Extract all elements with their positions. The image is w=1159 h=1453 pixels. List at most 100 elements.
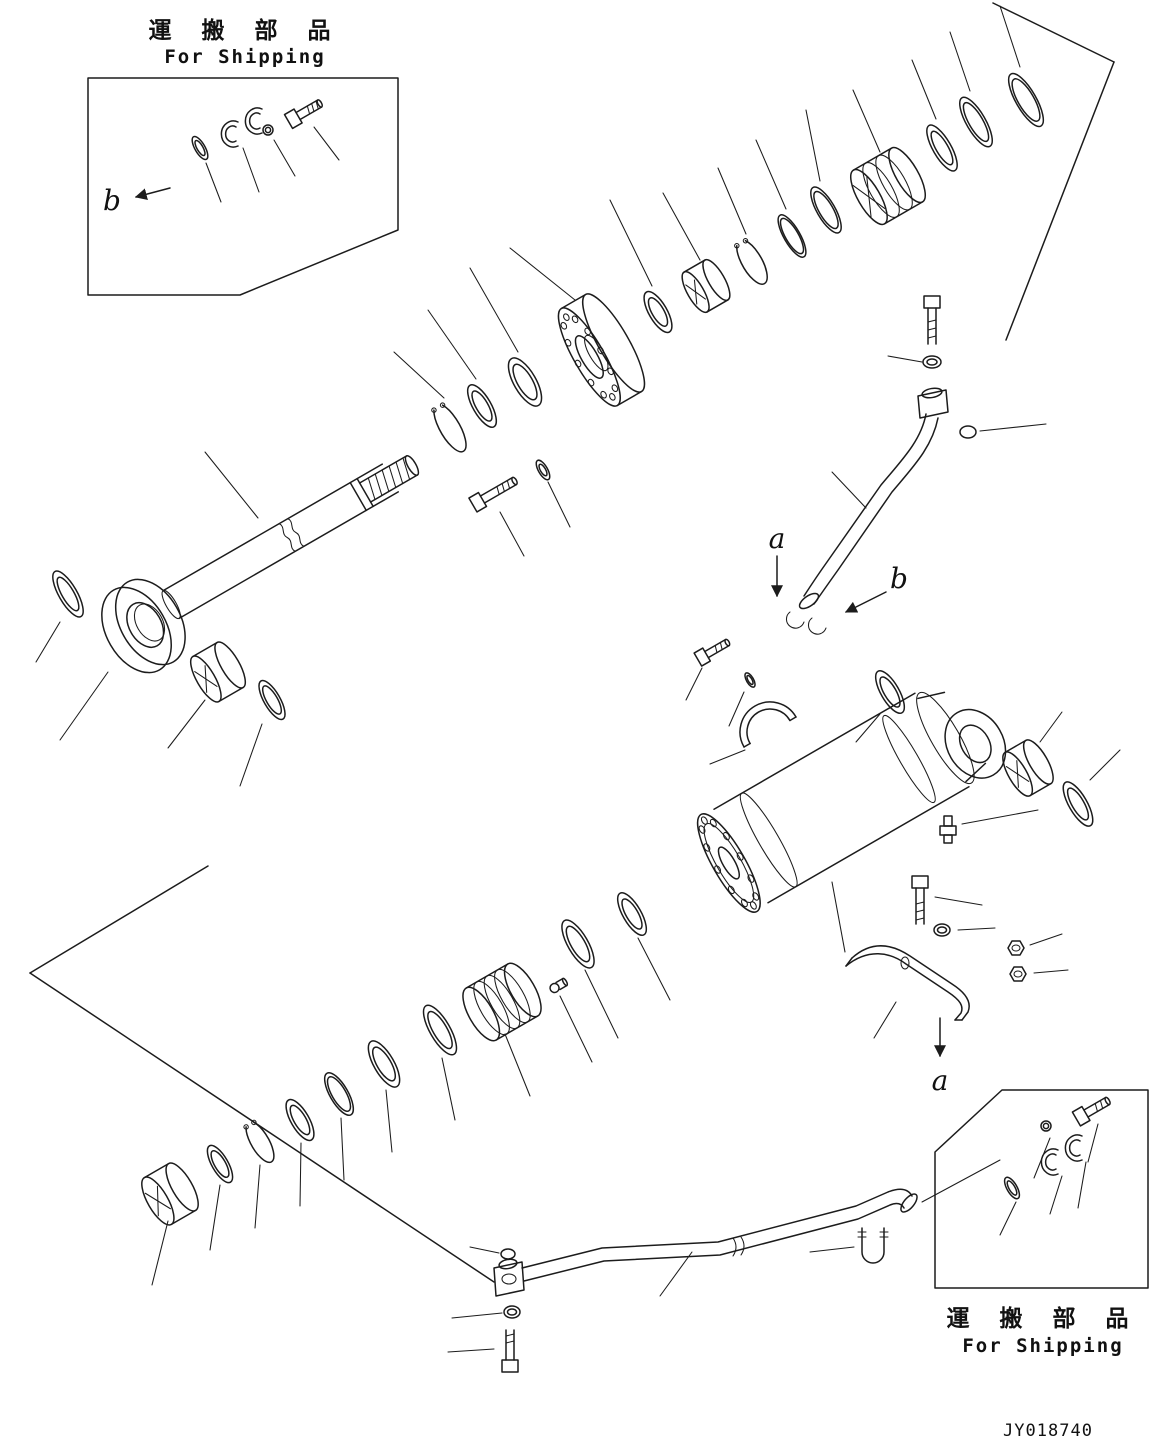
hex-bolt [693,638,731,667]
bottom-inset-parts [999,1096,1111,1236]
washer [922,355,942,369]
rod-eye-seal-ring [52,570,84,618]
shipping-clip-half [244,107,263,135]
hydraulic-tube [521,1188,918,1282]
snap-ring [431,402,467,453]
pipe-clamp-halves [785,611,827,635]
upper-pipe-assembly: a b [769,295,1047,635]
seal-ring [561,919,595,969]
bottom-inset-title: 運 搬 部 品 For Shipping [946,1305,1139,1357]
section-label-b: b [844,562,908,613]
svg-text:b: b [890,562,908,595]
hydraulic-tube [798,413,939,610]
svg-text:a: a [769,522,786,555]
drawing-number: JY018740 [1003,1421,1093,1441]
hex-bolt [923,295,941,345]
shipping-small-washer [262,124,274,136]
plug [549,977,569,994]
piston-ring [1007,72,1045,128]
shipping-washer-ring [1003,1176,1021,1200]
section-label-a: a [932,1017,949,1097]
seal-ring [367,1040,401,1088]
pipe-fitting-block [493,1258,525,1297]
seal-ring [285,1098,315,1142]
seal-ring [258,679,286,721]
clamp-plate [845,945,970,1021]
head-bushing [681,258,731,314]
seal-ring [206,1144,234,1184]
grease-valve [939,815,957,844]
head-seal-chain [141,891,671,1286]
grommet-ball [500,1248,516,1260]
leader-lines [151,937,671,1286]
snap-ring [734,237,768,285]
piston-rod [161,455,420,620]
leader-lines [205,126,340,203]
bottom-inset-title-en: For Shipping [962,1335,1123,1357]
rod-eye [101,578,186,674]
hex-nut [1007,940,1025,956]
section-label-a: a [769,522,786,598]
shipping-small-washer [1040,1120,1052,1132]
leader-lines [685,667,1121,953]
o-ring [777,214,807,258]
view-b-arrow [134,187,171,201]
cylinder-assembly [685,638,1121,953]
bottom-inset-title-jp: 運 搬 部 品 [946,1305,1139,1332]
svg-text:a: a [932,1064,949,1097]
shipping-clip-half [1040,1148,1059,1176]
o-ring [323,1071,355,1117]
rod-seal [466,383,498,429]
rod-assembly [35,451,420,787]
seal-ring [616,891,648,937]
seal-ring [874,669,906,715]
top-inset-title-jp: 運 搬 部 品 [148,17,341,44]
frame-lines [29,2,1115,1283]
buffer-seal [507,357,543,407]
snap-ring [243,1119,275,1164]
top-inset-box [87,77,399,296]
rod-seal-chain [393,5,1045,557]
rod-bushing [189,641,247,703]
piston-ring [926,124,958,172]
clevis-bushing [1002,739,1054,797]
shipping-clip-half [220,120,239,148]
top-inset-title: 運 搬 部 品 For Shipping [148,17,341,68]
washer [744,672,756,688]
top-inset-view-label: b [103,184,171,217]
leader-lines [447,1159,1001,1353]
leader-lines [393,5,1021,557]
grommet-ball [959,425,977,439]
hex-bolt [911,875,929,925]
cylinder-head-gland [557,293,646,407]
shipping-bolt [283,99,324,130]
bottom-inset-box [934,1089,1149,1289]
o-ring [810,186,842,234]
shipping-clip-half [1064,1134,1083,1162]
u-bolt-clamp [857,1227,889,1264]
view-b-label: b [103,184,121,217]
piston-assembly [850,146,926,226]
top-inset-parts [191,99,340,203]
leader-lines [831,355,1047,509]
lower-pipe-assembly [447,1159,1001,1373]
washer [933,923,951,937]
leader-lines [999,1123,1099,1236]
clamp-plate-assembly: a [845,875,1069,1097]
seal-ring [1062,781,1094,827]
top-inset-title-en: For Shipping [164,46,325,68]
shipping-washer-ring [191,135,209,161]
seal-ring [643,290,673,334]
washer [535,459,551,481]
washer [503,1305,521,1319]
head-bushing [141,1162,199,1226]
leader-lines [873,896,1069,1039]
pipe-saddle-clamp [739,701,797,748]
piston-ring [959,96,993,148]
seal-ring [422,1004,458,1056]
hex-bolt [468,476,518,513]
hex-bolt [501,1329,519,1373]
pipe-fitting-block [917,387,949,419]
